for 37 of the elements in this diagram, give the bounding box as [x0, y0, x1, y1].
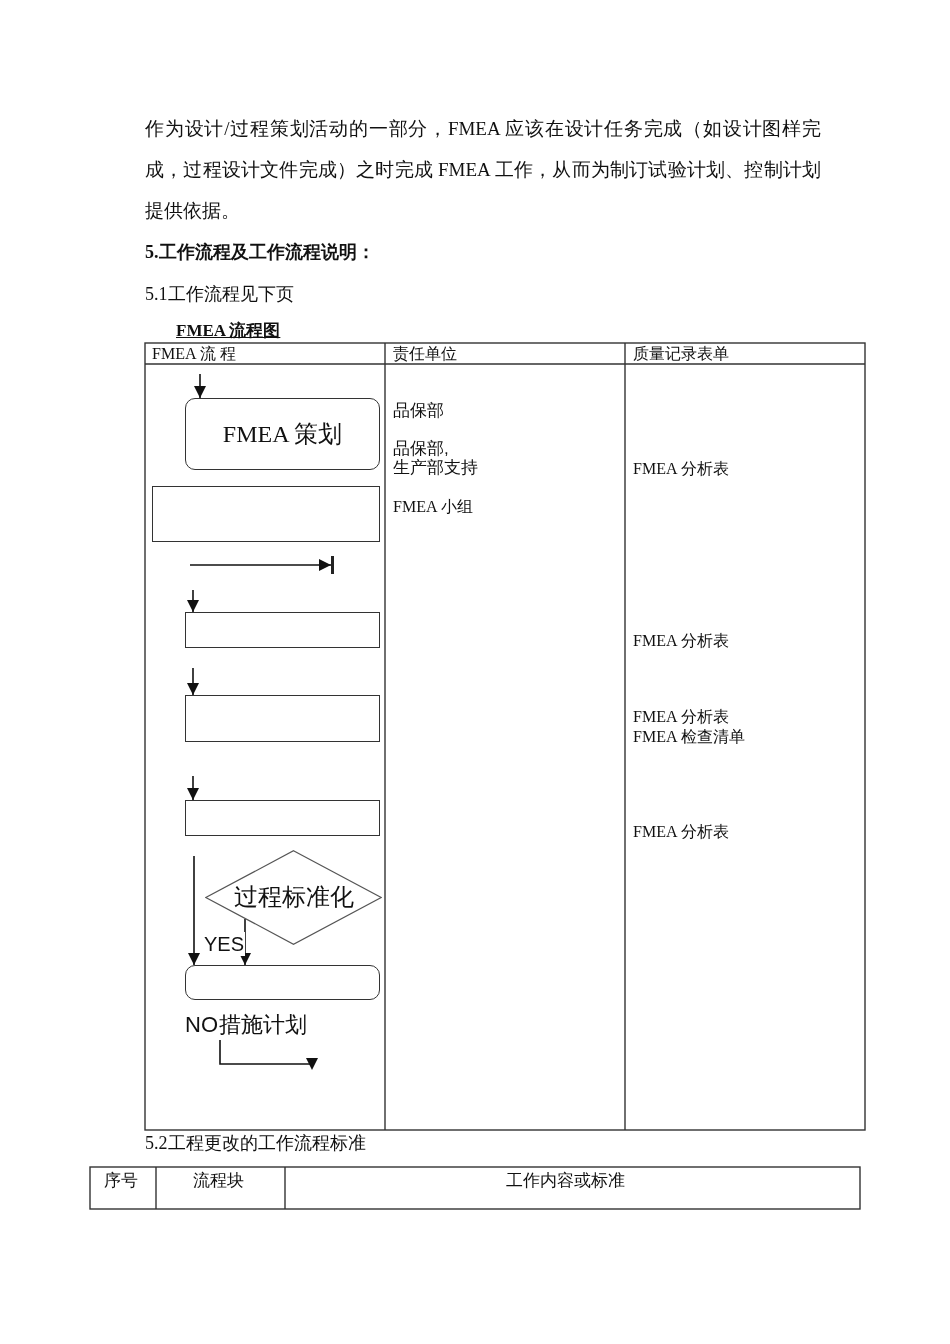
arrow	[189, 559, 332, 571]
record-form-text: FMEA 分析表	[633, 707, 729, 727]
process-box	[185, 800, 380, 836]
body-paragraph: 作为设计/过程策划活动的一部分，FMEA 应该在设计任务完成（如设计图样完成，过程设计文件完成）之时完成 FMEA 工作，从而为制订试验计划、控制计划提供依据。	[145, 117, 821, 223]
department-text: 品保部,	[393, 439, 449, 459]
column-header: FMEA 流 程	[152, 344, 236, 364]
chart-title: FMEA 流程图	[176, 321, 281, 342]
arrow	[239, 918, 251, 966]
process-box	[185, 612, 380, 648]
record-form-text: FMEA 分析表	[633, 631, 729, 651]
record-form-text: FMEA 分析表	[633, 822, 729, 842]
column-header: 质量记录表单	[633, 344, 729, 364]
department-text: 品保部	[393, 401, 444, 422]
department-text: 生产部支持	[393, 458, 478, 479]
arrow	[187, 775, 199, 801]
arrow	[187, 589, 199, 613]
arrow	[187, 667, 199, 696]
arrow	[188, 855, 200, 966]
arrow	[219, 1039, 318, 1070]
column-header: 工作内容或标准	[506, 1171, 625, 1192]
record-form-text: FMEA 检查清单	[633, 727, 745, 747]
column-header: 序号	[104, 1171, 138, 1192]
process-box	[185, 965, 380, 1000]
edge-label: YES	[203, 932, 246, 956]
arrow	[194, 373, 206, 399]
process-box	[185, 695, 380, 742]
subsection-heading: 5.1工作流程见下页	[145, 284, 294, 306]
rounded-process-box: FMEA 策划	[185, 398, 380, 470]
section-heading: 5.工作流程及工作流程说明：	[145, 242, 375, 264]
subsection-heading: 5.2工程更改的工作流程标准	[145, 1133, 366, 1155]
end-bar	[331, 556, 334, 574]
column-header: 流程块	[193, 1171, 244, 1192]
department-text: FMEA 小组	[393, 497, 473, 517]
branch-label: NO	[185, 1012, 218, 1039]
record-form-text: FMEA 分析表	[633, 459, 729, 479]
column-header: 责任单位	[393, 344, 457, 364]
process-box	[152, 486, 380, 542]
